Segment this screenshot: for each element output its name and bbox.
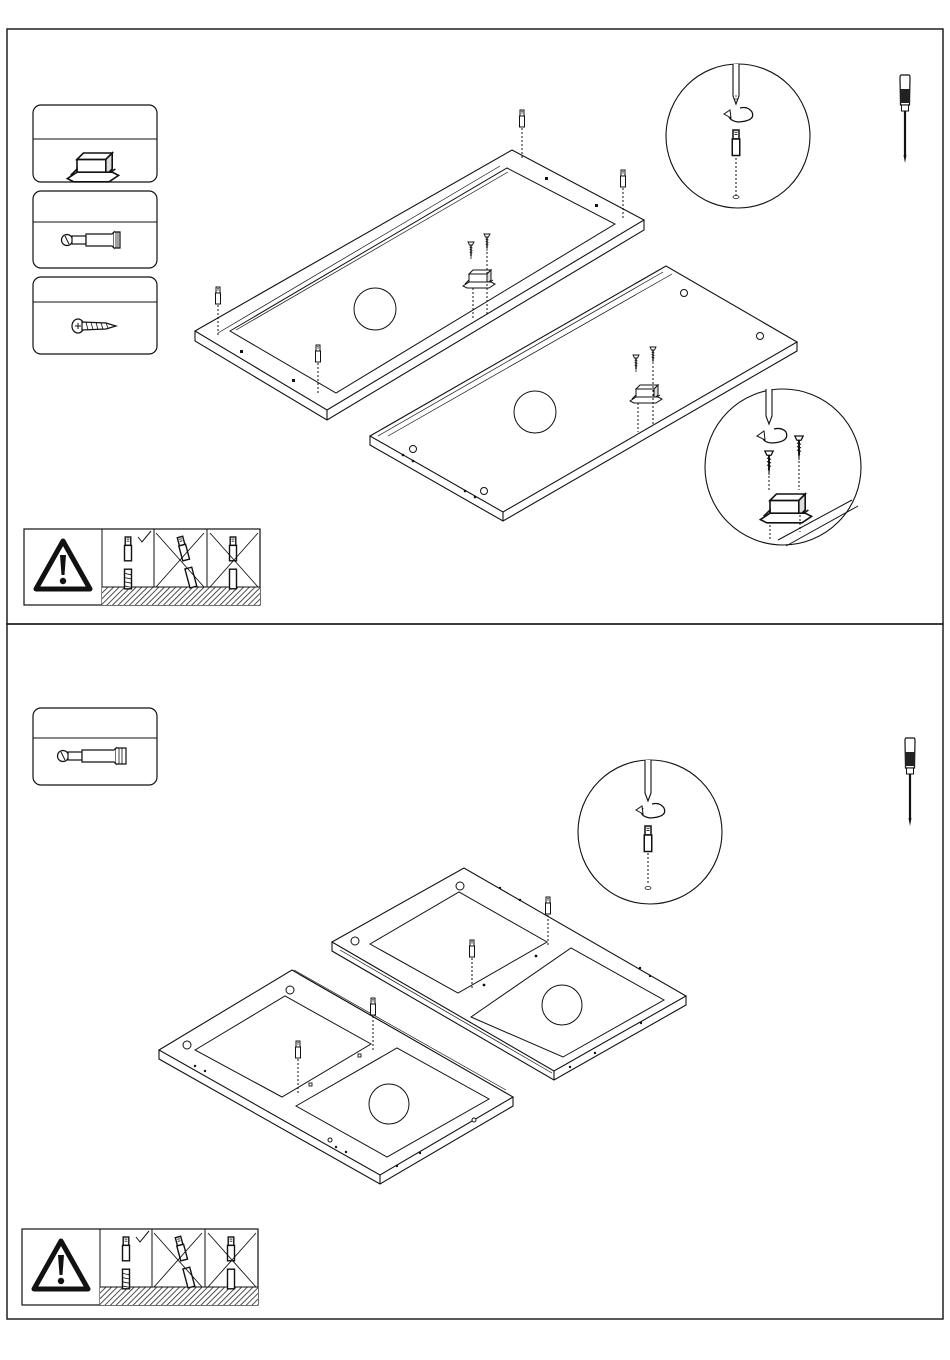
step-2-parts-list [33,708,157,785]
part-box-magnetic-catch [33,105,157,182]
part-box-cam-bolt [33,708,157,785]
warning-box-step-2 [22,1229,258,1305]
part-box-cam-bolt [33,191,157,268]
step-1-parts-list [33,105,157,354]
screwdriver-icon [905,738,915,826]
cam-bolt-insert-a3 [216,287,221,304]
part-box-wood-screw [33,277,157,354]
magnetic-catch-install-detail [705,389,861,546]
cam-bolt-insert-a2 [621,170,626,187]
cam-bolt-insert-a4 [316,345,321,362]
cam-bolt-install-detail [578,760,722,904]
cam-bolt-install-detail [666,64,810,208]
cam-bolt-insert-d2 [296,1041,301,1058]
cam-bolt-insert-c2 [470,940,475,957]
warning-box-step-1 [24,529,260,605]
cam-bolt-insert-c1 [546,897,551,914]
cam-bolt-insert-d1 [371,998,376,1015]
cam-bolt-insert-a1 [520,110,525,127]
screwdriver-icon [900,75,910,163]
